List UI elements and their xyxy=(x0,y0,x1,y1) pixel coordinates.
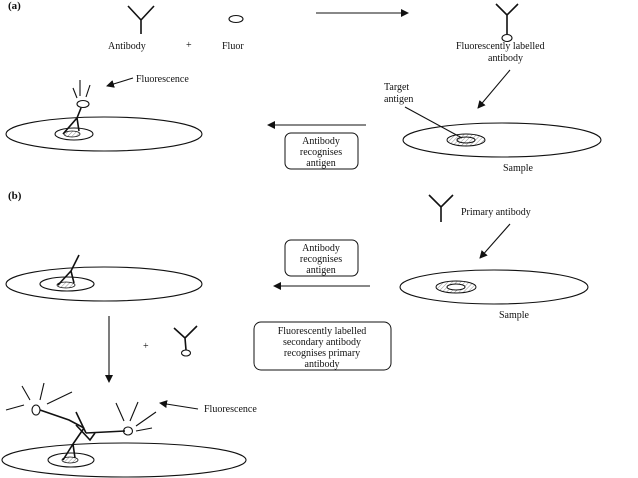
secondary-line1: Fluorescently labelled xyxy=(278,326,367,337)
target-antigen-line1: Target xyxy=(384,82,409,93)
secondary-line3: recognises primary xyxy=(284,348,360,359)
apply-arrow-b xyxy=(479,223,511,259)
recognises-a-line1: Antibody xyxy=(302,136,340,147)
plus-sign-a: + xyxy=(186,40,192,51)
sample-dish-a xyxy=(402,122,602,158)
sample-label-a: Sample xyxy=(503,163,534,174)
fluor-icon xyxy=(228,14,244,24)
antibody-icon xyxy=(127,5,155,34)
labelled-antibody-line1: Fluorescently labelled xyxy=(456,41,545,52)
bound-dish-a xyxy=(5,80,203,152)
primary-antibody-label: Primary antibody xyxy=(461,207,531,218)
recognises-a-line3: antigen xyxy=(306,158,335,169)
fluorescence-arrow-a xyxy=(106,77,134,88)
target-pointer xyxy=(404,106,463,139)
fluorescence-arrow-b xyxy=(159,400,199,410)
sample-label-b: Sample xyxy=(499,310,530,321)
antibody-label: Antibody xyxy=(108,41,146,52)
bound-dish-c xyxy=(1,382,247,478)
primary-antibody-icon xyxy=(428,194,454,222)
labelled-antibody-line2: antibody xyxy=(488,53,523,64)
secondary-line2: secondary antibody xyxy=(283,337,361,348)
recognises-a-line2: recognises xyxy=(300,147,342,158)
fluor-label: Fluor xyxy=(222,41,244,52)
panel-a-label: (a) xyxy=(8,0,21,12)
apply-arrow-a xyxy=(477,69,511,109)
labelled-antibody-icon xyxy=(495,3,519,43)
fluorescence-label-b: Fluorescence xyxy=(204,404,257,415)
recognises-b-line1: Antibody xyxy=(302,243,340,254)
sample-dish-b xyxy=(399,269,589,305)
recognises-b-line2: recognises xyxy=(300,254,342,265)
recognises-box-b: Antibody recognises antigen xyxy=(284,239,359,277)
target-antigen-line2: antigen xyxy=(384,94,413,105)
secondary-antibody-icon xyxy=(173,325,198,357)
bound-dish-b xyxy=(5,254,203,302)
plus-sign-b: + xyxy=(143,341,149,352)
panel-b-label: (b) xyxy=(8,190,22,202)
secondary-line4: antibody xyxy=(305,359,340,370)
fluorescence-label-a: Fluorescence xyxy=(136,74,189,85)
recognises-box-a: Antibody recognises antigen xyxy=(284,132,359,170)
recognises-b-line3: antigen xyxy=(306,265,335,276)
secondary-box: Fluorescently labelled secondary antibod… xyxy=(253,321,392,371)
